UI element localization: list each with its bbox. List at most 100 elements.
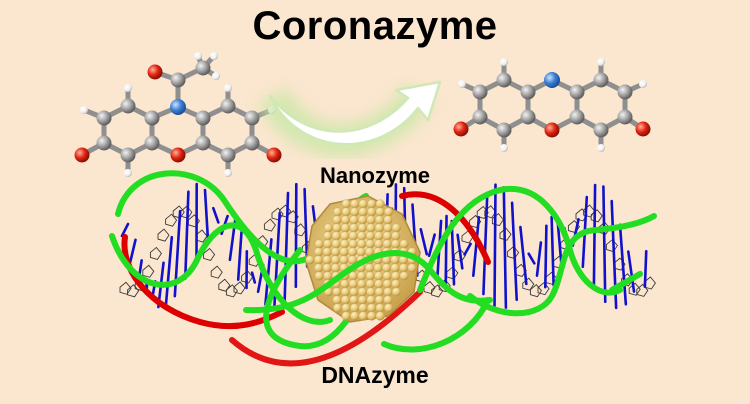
base-pair — [527, 252, 536, 265]
gold-atom — [340, 279, 350, 289]
backbone-atom-wire — [127, 284, 140, 298]
backbone-atom-wire — [218, 278, 231, 292]
base-pair — [472, 215, 481, 278]
gold-atom — [382, 279, 392, 289]
gold-atom — [332, 223, 342, 233]
gold-atom — [323, 271, 333, 281]
gold-atom — [350, 303, 360, 313]
gold-atom — [358, 199, 368, 209]
backbone-atom-wire — [210, 265, 223, 279]
backbone-atom-wire — [263, 218, 276, 232]
base-pair — [493, 183, 497, 307]
gold-atom — [358, 303, 368, 313]
gold-atom — [367, 199, 377, 209]
gold-atom — [313, 255, 324, 265]
base-pair — [463, 242, 472, 256]
gold-atom — [322, 247, 332, 257]
backbone-atom-wire — [431, 284, 444, 298]
gold-atom — [314, 271, 324, 281]
carbon-atom — [617, 84, 633, 100]
backbone-atom-wire — [605, 238, 618, 253]
gold-atom — [333, 303, 343, 313]
base-pair — [550, 215, 555, 287]
gold-atom — [374, 215, 385, 225]
oxygen-atom — [544, 122, 560, 138]
gold-atom — [374, 279, 384, 289]
carbon-atom — [96, 110, 112, 126]
base-pair — [543, 224, 548, 289]
gold-atom — [350, 199, 360, 209]
gold-atom — [333, 207, 343, 217]
carbon-atom — [120, 98, 136, 114]
gold-atom — [383, 287, 393, 297]
gold-atom — [374, 223, 385, 233]
backbone-atom-wire — [636, 283, 649, 297]
gold-atom — [382, 271, 392, 281]
gold-atom — [341, 207, 351, 217]
backbone-atom-wire — [157, 228, 170, 242]
nitrogen-atom — [170, 99, 186, 115]
gold-atom — [348, 239, 358, 249]
carbon-atom — [244, 135, 260, 151]
gold-atom — [366, 287, 376, 297]
gold-atom — [365, 231, 375, 241]
gold-atom — [365, 263, 375, 273]
gold-atom — [390, 255, 400, 265]
gold-atom — [383, 295, 393, 305]
gold-atom — [323, 231, 333, 241]
base-pair — [203, 188, 210, 239]
hydrogen-atom — [458, 80, 466, 88]
gold-atom — [332, 215, 342, 225]
carbon-atom — [195, 135, 211, 151]
gold-atom — [375, 199, 385, 209]
gold-atom — [330, 255, 341, 265]
base-pair — [502, 185, 508, 309]
gold-atom — [331, 231, 341, 241]
gold-atom — [331, 247, 341, 257]
carbon-atom — [472, 109, 488, 125]
gold-atom — [323, 239, 333, 249]
gold-atom — [382, 231, 392, 241]
base-pair — [164, 235, 174, 308]
gold-atom — [323, 223, 334, 233]
backbone-atom-wire — [461, 230, 474, 244]
gold-atom — [374, 239, 384, 249]
gold-atom — [340, 215, 351, 225]
oxygen-atom — [74, 147, 90, 163]
carbon-atom — [520, 84, 536, 100]
gold-atom — [357, 215, 368, 225]
gold-atom — [340, 295, 351, 305]
carbon-atom — [617, 109, 633, 125]
backbone-atom-wire — [423, 280, 436, 295]
gold-atom — [357, 295, 368, 305]
carbon-atom — [96, 135, 112, 151]
gold-atom — [391, 271, 401, 281]
base-pair — [643, 249, 648, 288]
hydrogen-atom — [500, 58, 508, 66]
carbon-atom — [195, 60, 211, 76]
gold-atom — [350, 207, 360, 217]
backbone-atom-wire — [149, 246, 162, 260]
gold-atom — [349, 223, 359, 233]
gold-atom — [390, 263, 400, 273]
base-pair — [519, 225, 528, 286]
figure-title: Coronazyme — [252, 4, 498, 48]
gold-atom — [348, 247, 358, 257]
gold-atom — [399, 263, 409, 273]
backbone-atom-wire — [279, 204, 292, 218]
carbon-atom — [195, 110, 211, 126]
gold-atom — [383, 215, 393, 225]
backbone-atom-wire — [165, 213, 178, 227]
carbon-atom — [472, 84, 488, 100]
gold-atom — [357, 279, 367, 289]
gold-atom — [399, 239, 409, 249]
gold-atom — [332, 287, 342, 297]
backbone-atom-wire — [233, 281, 246, 295]
base-pair — [618, 223, 628, 306]
base-pair — [482, 194, 489, 296]
gold-atom — [391, 231, 401, 241]
base-pair — [129, 238, 137, 264]
hydrogen-atom — [224, 169, 232, 177]
gold-atom — [374, 295, 385, 305]
